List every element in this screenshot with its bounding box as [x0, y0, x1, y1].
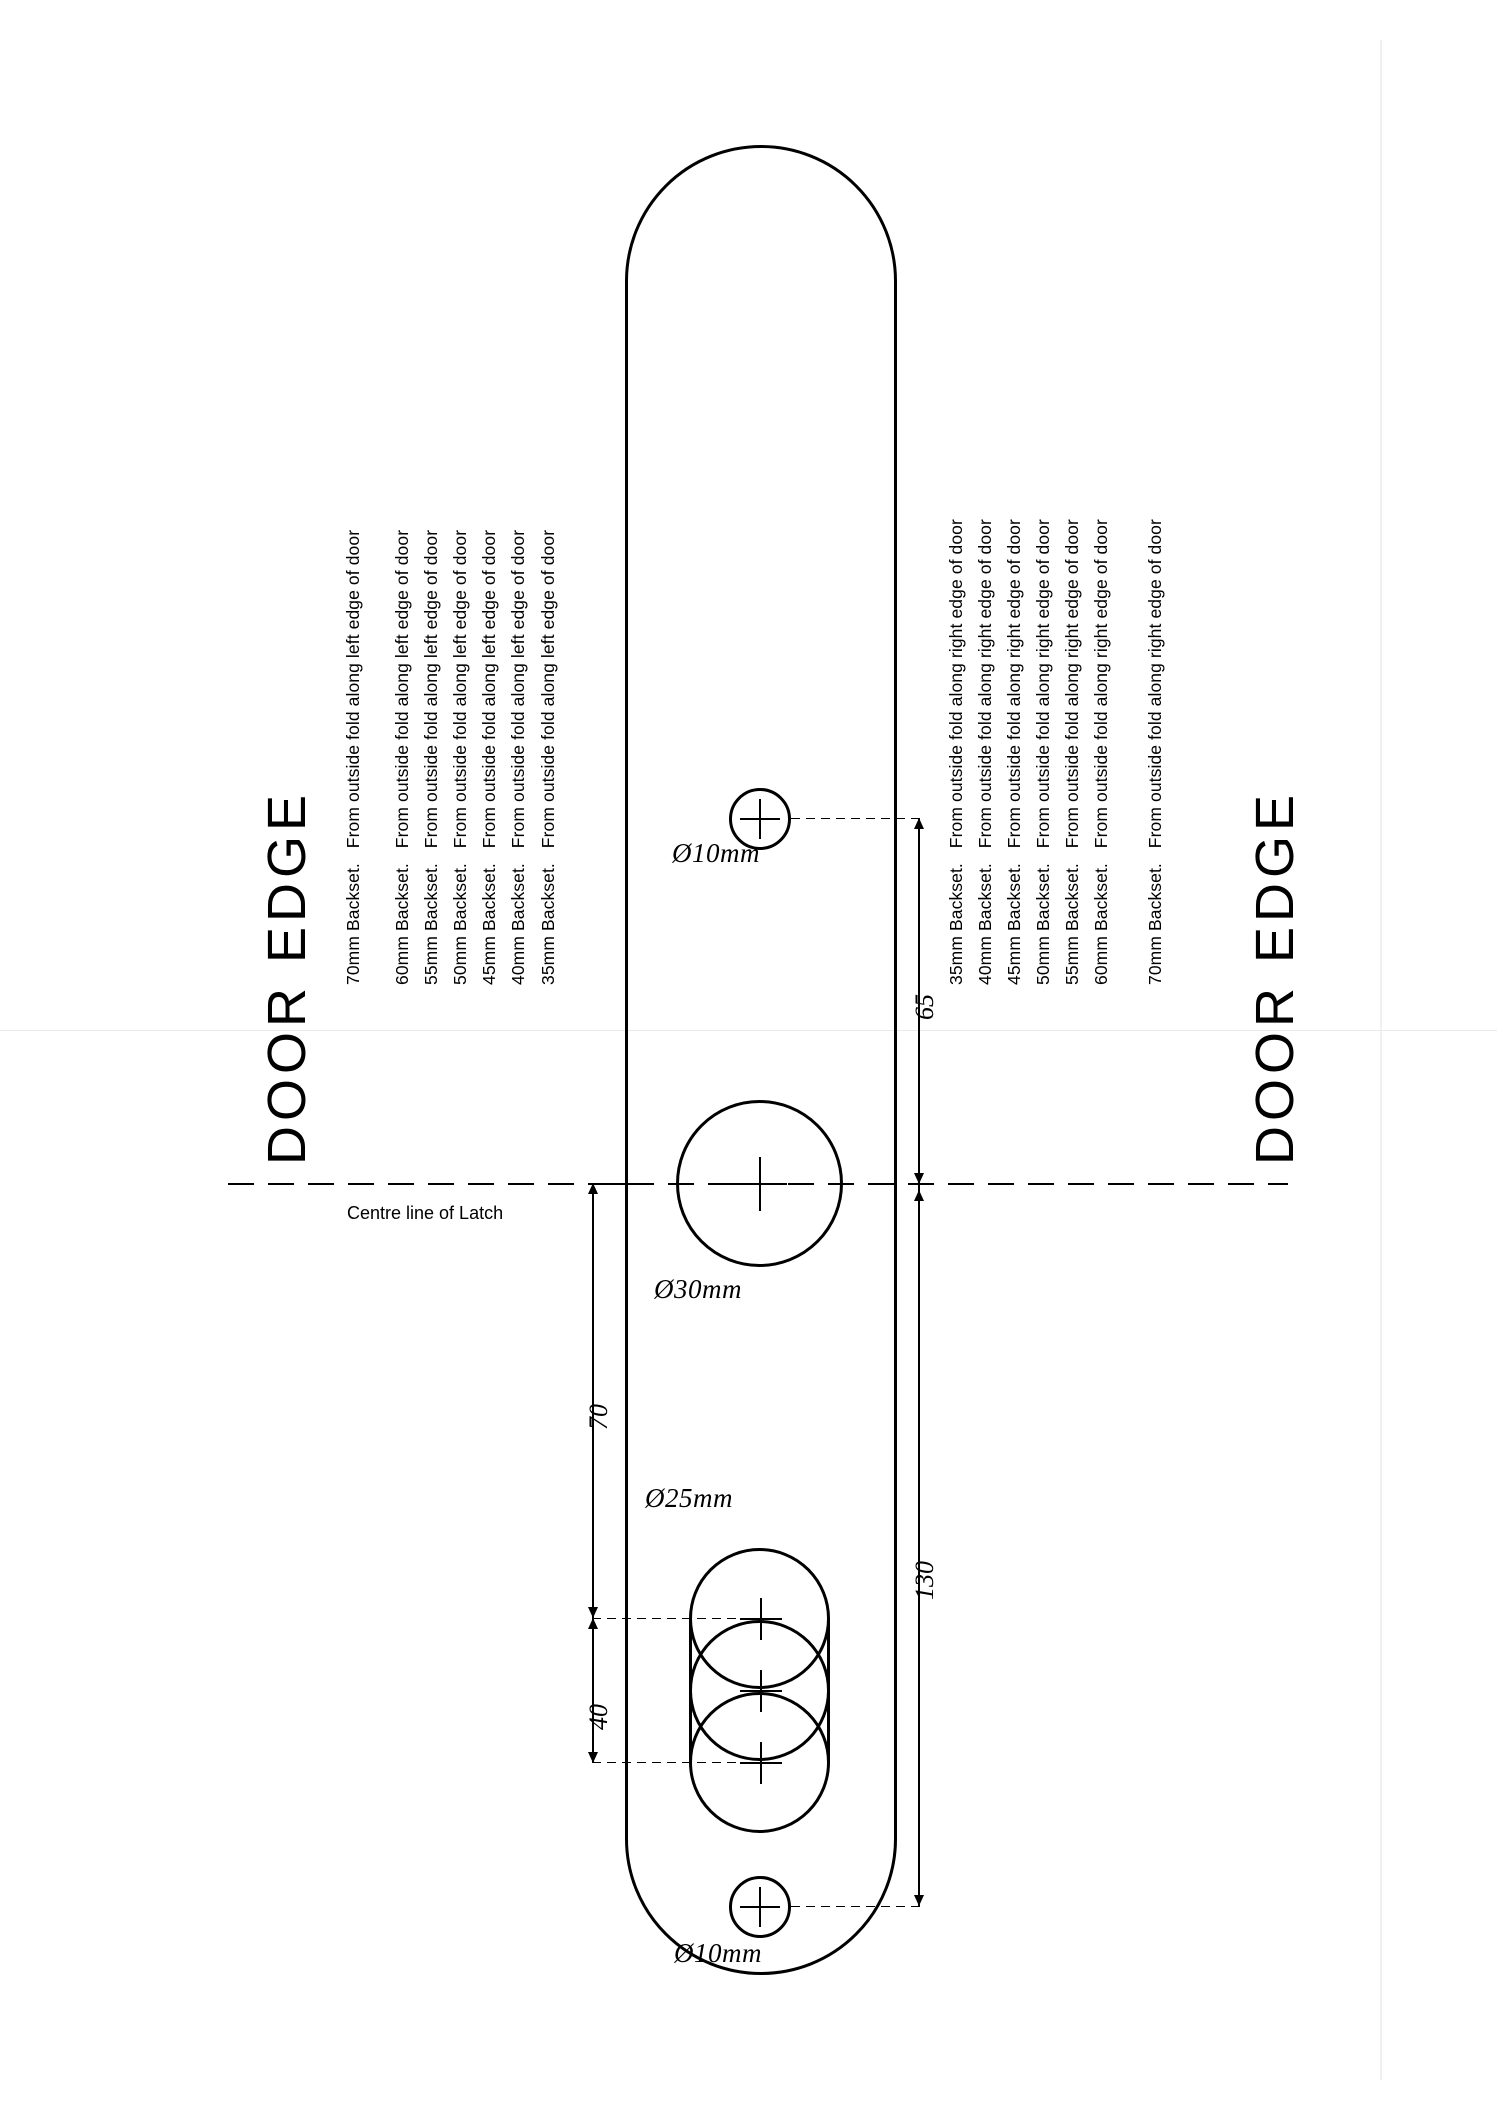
extension-line-70-bottom — [592, 1618, 744, 1620]
backset-label-left-45: 45mm Backset. From outside fold along le… — [479, 529, 499, 985]
backset-size: 70mm Backset. — [1145, 863, 1165, 985]
crosshair-bottom-10mm-v — [759, 1887, 761, 1927]
crosshair-25mm-upper-v — [760, 1598, 762, 1640]
dim-arrow-40-bottom — [588, 1752, 598, 1763]
crosshair-25mm-lower-v — [760, 1742, 762, 1784]
dimension-value-70: 70 — [584, 1404, 613, 1430]
extension-line-130-bottom — [791, 1906, 922, 1908]
cylinder-slot-right-edge — [827, 1618, 830, 1763]
backset-size: 50mm Backset. — [450, 863, 470, 985]
extension-line-40-bottom — [592, 1762, 744, 1764]
dimension-line-130 — [918, 1183, 920, 1906]
backset-instruction: From outside fold along left edge of doo… — [538, 529, 558, 849]
dimension-value-40: 40 — [584, 1704, 613, 1730]
backset-instruction: From outside fold along right edge of do… — [1091, 519, 1111, 849]
diameter-label-main-30mm: Ø30mm — [654, 1274, 742, 1304]
backset-instruction: From outside fold along right edge of do… — [1004, 519, 1024, 849]
backset-size: 55mm Backset. — [1062, 863, 1082, 985]
backset-instruction: From outside fold along left edge of doo… — [450, 529, 470, 849]
backset-label-right-60: 60mm Backset. From outside fold along ri… — [1091, 519, 1111, 985]
right-door-edge-title: DOOR EDGE — [1245, 789, 1305, 1165]
dimension-line-70 — [592, 1183, 594, 1618]
scan-artifact — [0, 1030, 1497, 1031]
backset-label-right-40: 40mm Backset. From outside fold along ri… — [975, 519, 995, 985]
backset-label-right-70: 70mm Backset. From outside fold along ri… — [1145, 519, 1165, 985]
extension-line-65-top — [791, 818, 922, 820]
backset-instruction: From outside fold along left edge of doo… — [343, 529, 363, 849]
dimension-line-65 — [918, 818, 920, 1184]
faceplate-outline — [625, 145, 897, 1975]
backset-label-right-35: 35mm Backset. From outside fold along ri… — [946, 519, 966, 985]
backset-instruction: From outside fold along left edge of doo… — [392, 529, 412, 849]
hole-top-10mm — [729, 788, 791, 850]
dim-arrow-40-top — [588, 1618, 598, 1629]
diameter-label-cylinder-25mm: Ø25mm — [645, 1483, 733, 1513]
dim-arrow-65-top — [914, 818, 924, 829]
backset-instruction: From outside fold along right edge of do… — [1062, 519, 1082, 849]
dimension-value-65: 65 — [910, 994, 939, 1020]
backset-instruction: From outside fold along left edge of doo… — [479, 529, 499, 849]
backset-instruction: From outside fold along right edge of do… — [1145, 519, 1165, 849]
backset-size: 40mm Backset. — [508, 863, 528, 985]
crosshair-top-10mm-v — [759, 799, 761, 839]
backset-instruction: From outside fold along left edge of doo… — [508, 529, 528, 849]
backset-instruction: From outside fold along right edge of do… — [1033, 519, 1053, 849]
backset-label-left-50: 50mm Backset. From outside fold along le… — [450, 529, 470, 985]
backset-size: 40mm Backset. — [975, 863, 995, 985]
backset-instruction: From outside fold along right edge of do… — [975, 519, 995, 849]
backset-size: 45mm Backset. — [1004, 863, 1024, 985]
scan-artifact — [1380, 40, 1382, 2080]
dim-arrow-130-bottom — [914, 1895, 924, 1906]
diameter-label-bottom-10mm: Ø10mm — [674, 1938, 762, 1968]
cylinder-slot-left-edge — [689, 1618, 692, 1763]
crosshair-25mm-middle-v — [760, 1670, 762, 1712]
left-door-edge-title: DOOR EDGE — [257, 789, 317, 1165]
crosshair-main-30mm-v — [759, 1157, 761, 1211]
backset-label-right-55: 55mm Backset. From outside fold along ri… — [1062, 519, 1082, 985]
dim-arrow-130-top — [914, 1190, 924, 1201]
dim-arrow-65-bottom — [914, 1173, 924, 1184]
backset-instruction: From outside fold along left edge of doo… — [421, 529, 441, 849]
backset-size: 50mm Backset. — [1033, 863, 1053, 985]
backset-size: 55mm Backset. — [421, 863, 441, 985]
backset-instruction: From outside fold along right edge of do… — [946, 519, 966, 849]
backset-size: 35mm Backset. — [946, 863, 966, 985]
backset-label-left-40: 40mm Backset. From outside fold along le… — [508, 529, 528, 985]
backset-label-right-50: 50mm Backset. From outside fold along ri… — [1033, 519, 1053, 985]
backset-label-left-60: 60mm Backset. From outside fold along le… — [392, 529, 412, 985]
backset-label-right-45: 45mm Backset. From outside fold along ri… — [1004, 519, 1024, 985]
backset-size: 45mm Backset. — [479, 863, 499, 985]
dim-arrow-70-bottom — [588, 1607, 598, 1618]
backset-label-left-70: 70mm Backset. From outside fold along le… — [343, 529, 363, 985]
backset-size: 60mm Backset. — [392, 863, 412, 985]
backset-label-left-55: 55mm Backset. From outside fold along le… — [421, 529, 441, 985]
hole-main-30mm — [676, 1100, 843, 1267]
extension-line-70-top — [592, 1183, 628, 1185]
dimension-value-130: 130 — [910, 1561, 939, 1600]
backset-label-left-35: 35mm Backset. From outside fold along le… — [538, 529, 558, 985]
backset-size: 35mm Backset. — [538, 863, 558, 985]
backset-size: 60mm Backset. — [1091, 863, 1111, 985]
hole-bottom-10mm — [729, 1876, 791, 1938]
dimension-line-40 — [592, 1618, 594, 1763]
diameter-label-top-10mm: Ø10mm — [672, 838, 760, 868]
dim-arrow-70-top — [588, 1183, 598, 1194]
backset-size: 70mm Backset. — [343, 863, 363, 985]
centre-line-of-latch-label: Centre line of Latch — [347, 1203, 504, 1223]
